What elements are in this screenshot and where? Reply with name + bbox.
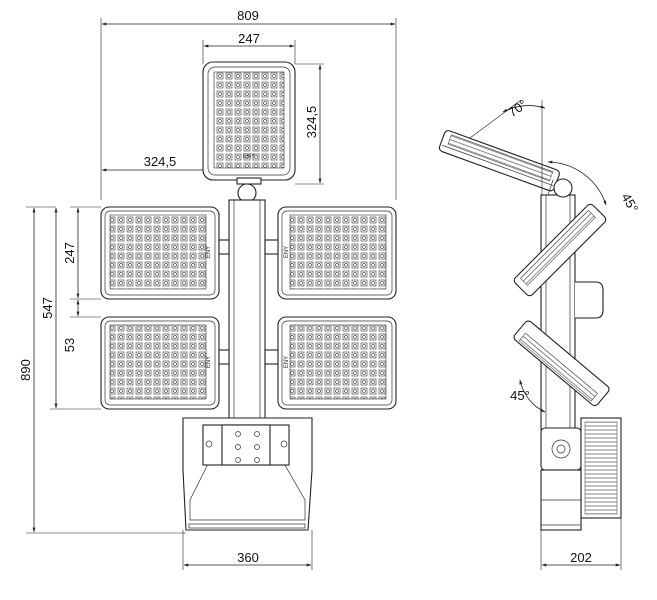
dim-two-panel-height: 547 xyxy=(40,207,101,410)
dim-overall-width-label: 809 xyxy=(237,8,259,23)
panel-upper-right: ENY xyxy=(277,206,397,300)
dim-side-depth-label: 202 xyxy=(570,550,592,565)
panel-lower-left: ENY xyxy=(100,316,220,410)
panel-lower-right: ENY xyxy=(277,316,397,410)
dim-panel-height-label: 247 xyxy=(62,242,77,264)
dim-total-height: 890 xyxy=(18,206,186,534)
dim-overall-width: 809 xyxy=(100,8,397,200)
dim-base-width: 360 xyxy=(182,530,313,570)
dim-side-depth: 202 xyxy=(540,518,622,570)
side-top-pivot xyxy=(553,178,573,198)
side-handle xyxy=(575,281,604,319)
front-view: 809 247 324,5 324,5 ENY xyxy=(18,8,397,570)
top-panel: ENY xyxy=(202,61,296,185)
dim-panel-gap-label: 53 xyxy=(62,338,77,352)
side-upper-panel xyxy=(513,203,607,297)
dim-top-panel-width-label: 247 xyxy=(238,31,260,46)
dim-arm-offset-label: 324,5 xyxy=(144,154,177,169)
angle-lower: 45° xyxy=(510,379,546,413)
panel-lower-right-marking: ENY xyxy=(284,356,290,368)
panel-upper-left: ENY xyxy=(100,206,220,300)
dim-total-height-label: 890 xyxy=(18,359,33,381)
dim-panel-gap: 53 xyxy=(62,299,101,352)
panel-upper-left-marking: ENY xyxy=(206,246,212,258)
pivot-knob xyxy=(237,183,257,203)
side-view: 70° 45° 45° xyxy=(438,97,641,570)
dim-panel-height: 247 xyxy=(62,206,101,300)
angle-top-label: 70° xyxy=(505,97,530,121)
dim-top-panel-height-label: 324,5 xyxy=(304,106,319,139)
dim-base-width-label: 360 xyxy=(237,550,259,565)
dim-top-panel-width: 247 xyxy=(202,31,296,64)
dim-two-panel-height-label: 547 xyxy=(40,297,55,319)
top-panel-marking: ENY xyxy=(243,154,255,160)
base-unit xyxy=(182,417,313,531)
central-pole xyxy=(228,199,266,421)
angle-lower-label: 45° xyxy=(510,388,530,403)
panel-upper-right-marking: ENY xyxy=(284,246,290,258)
side-base xyxy=(540,417,622,531)
side-lower-panel xyxy=(513,320,610,407)
angle-upper-label: 45° xyxy=(618,190,641,215)
panel-brackets xyxy=(218,239,279,365)
dim-top-panel-height: 324,5 xyxy=(295,63,324,185)
panel-lower-left-marking: ENY xyxy=(206,356,212,368)
